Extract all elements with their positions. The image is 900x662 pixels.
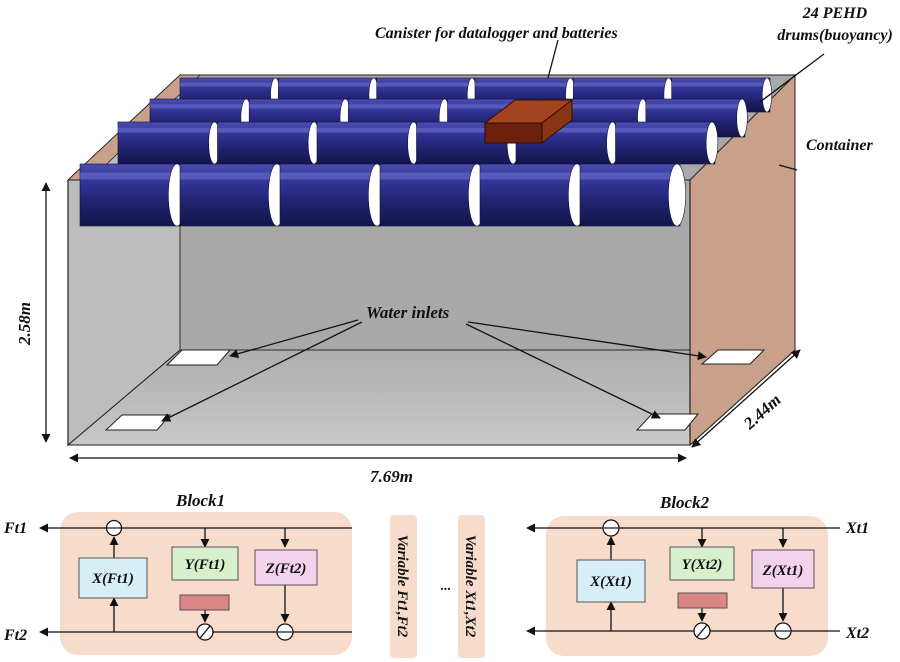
container-label: Container: [806, 137, 873, 154]
block2-input-bottom: Xt2: [845, 625, 869, 642]
block1-box-z: [254, 549, 318, 586]
block1-bar: [179, 594, 230, 611]
drums-label-line2: drums(buoyancy): [777, 27, 893, 44]
pehd-drums: [79, 77, 773, 227]
variable-bar-1-label: Variable Ft1,Ft2: [394, 535, 410, 638]
block1-box-x: [78, 557, 148, 599]
block2: Block2 Xt1 Xt2 X(Xt1) Y(Xt2) Z(Xt1): [526, 493, 869, 656]
block2-box-y: [669, 546, 735, 581]
drum: [217, 121, 321, 165]
annotation-lines: [41, 39, 825, 463]
variable-bar-2-label: Variable Xt1,Xt2: [462, 535, 478, 638]
block2-box-y-label: Y(Xt2): [682, 557, 723, 573]
drum: [279, 163, 386, 227]
block1-box-y-label: Y(Ft1): [185, 557, 226, 573]
block1-box-x-label: X(Ft1): [91, 571, 134, 587]
drum: [316, 121, 420, 165]
width-label: 2.44m: [739, 390, 784, 434]
drum-row-3: [117, 121, 719, 165]
block2-box-z-label: Z(Xt1): [762, 563, 804, 579]
block2-box-x-label: X(Xt1): [589, 574, 632, 590]
canister-label: Canister for datalogger and batteries: [375, 25, 618, 42]
drum: [179, 163, 286, 227]
drum: [79, 163, 186, 227]
block1-input-top: Ft1: [3, 520, 27, 537]
block2-box-x: [576, 559, 646, 603]
block2-box-z: [751, 549, 815, 589]
block1-box-y: [171, 546, 239, 581]
length-label: 7.69m: [370, 467, 413, 486]
block1-title: Block1: [175, 491, 225, 510]
water-inlet-front-left: [104, 414, 172, 431]
height-label: 2.58m: [15, 302, 34, 346]
variable-bar-1: [390, 515, 417, 658]
water-inlet-back-left: [165, 349, 232, 366]
block2-input-top: Xt1: [845, 520, 869, 537]
drum: [379, 163, 486, 227]
block1-box-z-label: Z(Ft2): [265, 561, 307, 577]
drum-row-4: [79, 163, 686, 227]
drum: [479, 163, 586, 227]
drums-label-line1: 24 PEHD: [802, 5, 868, 22]
block1: Block1 Ft1 Ft2 X(Ft1) Y(Ft1) Z(Ft2): [3, 491, 352, 655]
drum: [615, 121, 719, 165]
water-inlets-label: Water inlets: [366, 303, 450, 322]
block2-bar: [677, 592, 728, 609]
ellipsis-label: ...: [441, 579, 452, 594]
block1-background: [60, 512, 352, 655]
canister: [483, 98, 574, 145]
variable-bars: Variable Ft1,Ft2 ... Variable Xt1,Xt2: [390, 515, 485, 658]
block1-input-bottom: Ft2: [3, 627, 27, 644]
drum: [117, 121, 221, 165]
variable-bar-2: [458, 515, 485, 658]
drum: [579, 163, 686, 227]
block2-title: Block2: [659, 493, 710, 512]
